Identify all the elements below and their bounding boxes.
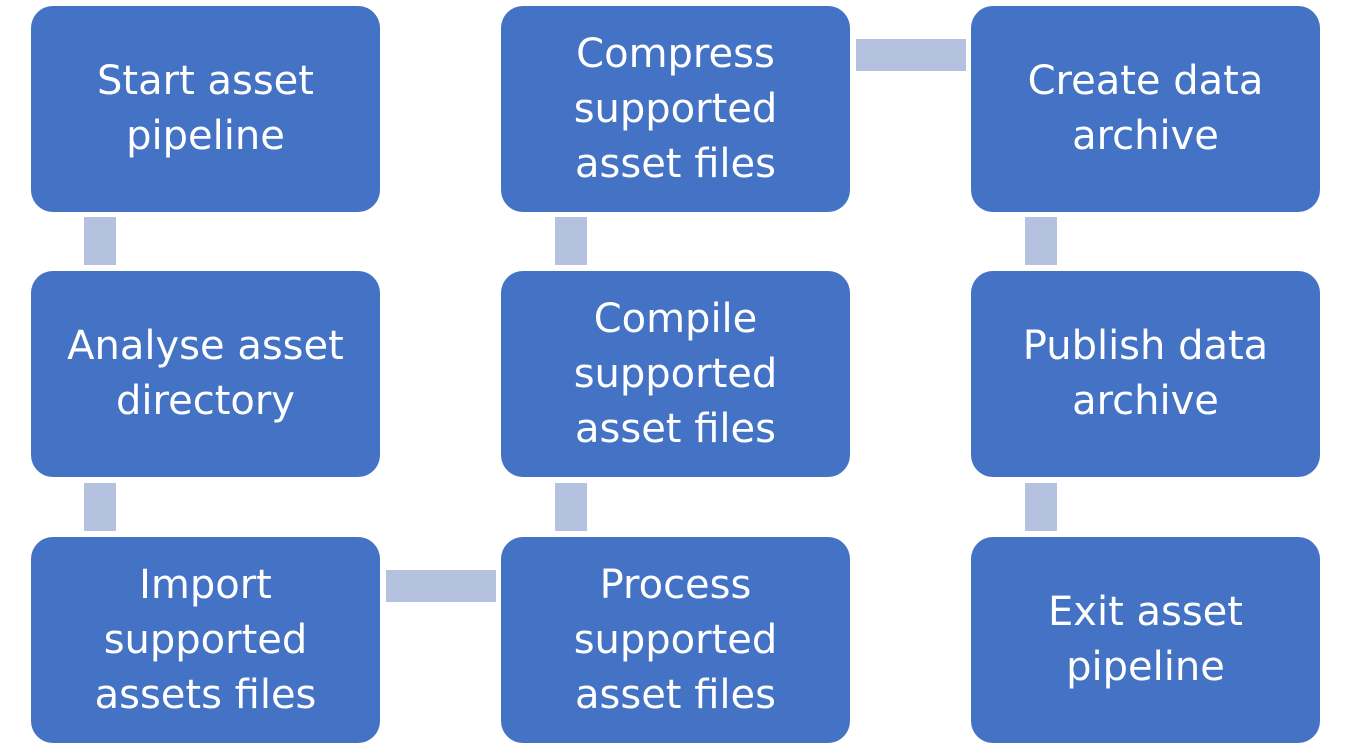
step-label: Start asset pipeline	[97, 58, 314, 159]
connector-compress-to-create	[856, 39, 966, 71]
step-label: Create data archive	[1027, 58, 1264, 159]
connector-compile-to-compress	[555, 217, 587, 265]
step-create-data-archive: Create data archive	[971, 6, 1320, 212]
step-compile-supported-asset-files: Compile supported asset files	[501, 271, 850, 477]
step-process-supported-asset-files: Process supported asset files	[501, 537, 850, 743]
step-label: Process supported asset files	[573, 561, 778, 718]
step-label: Compress supported asset files	[573, 30, 778, 187]
step-compress-supported-asset-files: Compress supported asset files	[501, 6, 850, 212]
step-analyse-asset-directory: Analyse asset directory	[31, 271, 380, 477]
connector-analyse-to-import	[84, 483, 116, 531]
step-label: Import supported assets files	[94, 561, 317, 718]
step-publish-data-archive: Publish data archive	[971, 271, 1320, 477]
step-label: Compile supported asset files	[573, 295, 778, 452]
connector-create-to-publish	[1025, 217, 1057, 265]
step-label: Exit asset pipeline	[1048, 589, 1243, 690]
connector-import-to-process	[386, 570, 496, 602]
connector-start-to-analyse	[84, 217, 116, 265]
step-start-asset-pipeline: Start asset pipeline	[31, 6, 380, 212]
connector-process-to-compile	[555, 483, 587, 531]
step-label: Analyse asset directory	[67, 323, 344, 424]
step-exit-asset-pipeline: Exit asset pipeline	[971, 537, 1320, 743]
connector-publish-to-exit	[1025, 483, 1057, 531]
step-label: Publish data archive	[1022, 323, 1269, 424]
step-import-supported-assets-files: Import supported assets files	[31, 537, 380, 743]
